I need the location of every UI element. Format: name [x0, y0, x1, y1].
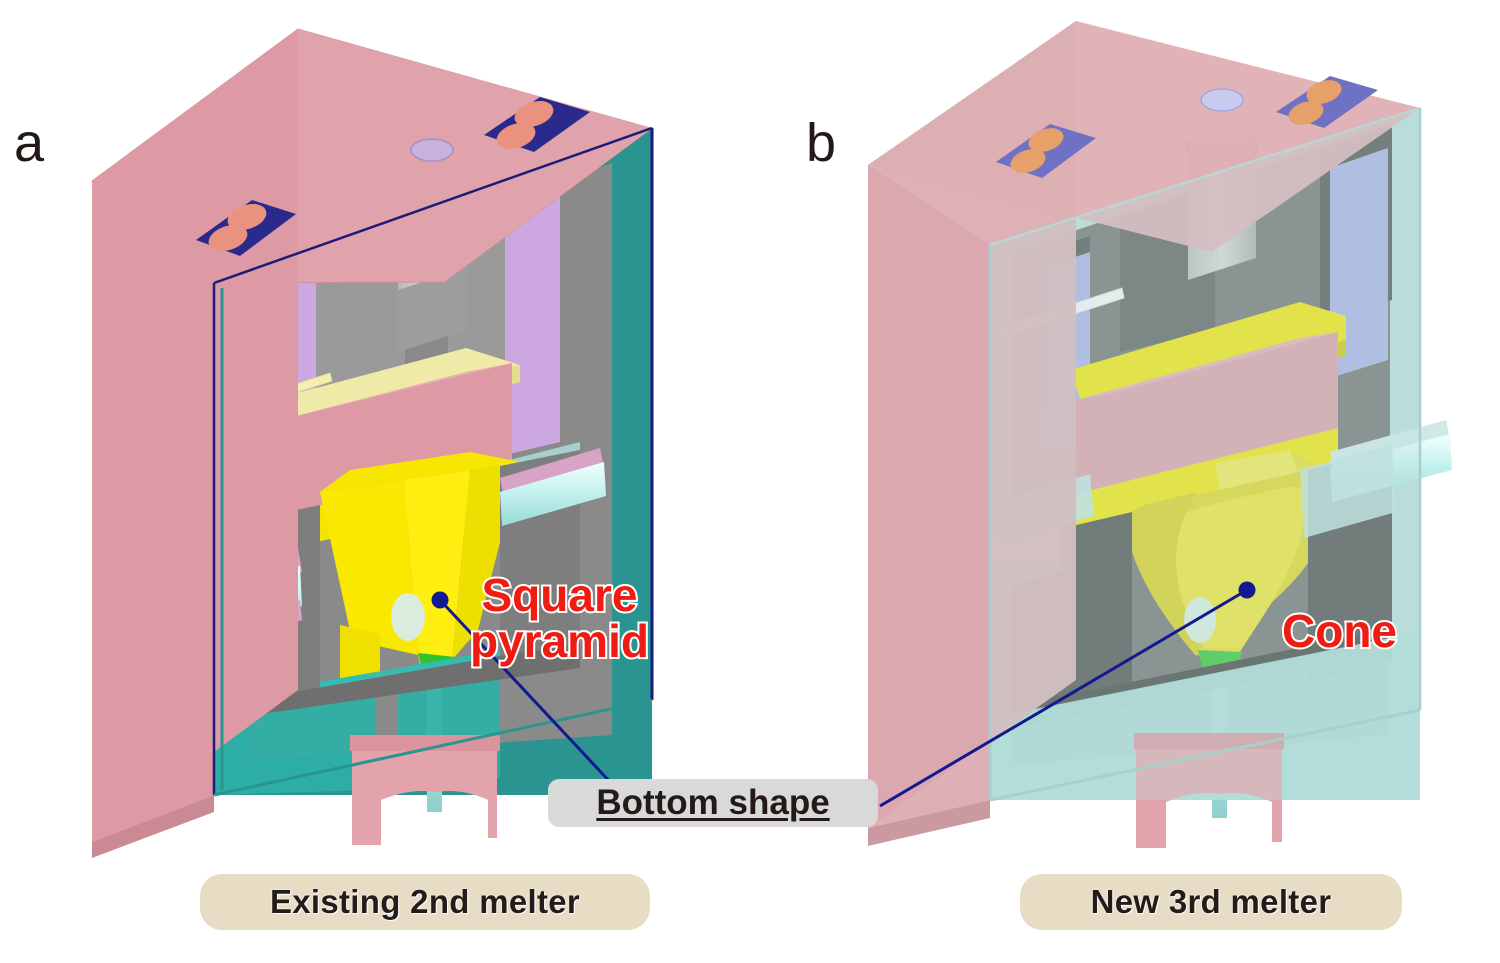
shell-left-face-b — [868, 165, 990, 828]
glass-melt-top-a — [288, 363, 512, 418]
chamber-block-upper-left-a — [316, 250, 405, 405]
panel-letter-a: a — [14, 113, 45, 173]
melter-panel-b — [868, 21, 1452, 848]
top-nozzle-port-left-b — [996, 124, 1096, 178]
shape-label-square-pyramid-text: Square pyramid — [468, 569, 651, 667]
cone-leader — [879, 588, 1248, 808]
shell-edge-top-b — [989, 106, 1421, 247]
shape-label-cone: Cone — [1280, 605, 1399, 657]
shape-label-cone-text: Cone — [1280, 605, 1399, 657]
shape-label-square-pyramid: Square pyramid — [468, 569, 651, 667]
leader-lines — [431, 581, 1256, 808]
square-pyramid-leader — [438, 598, 614, 786]
top-nozzle-port-right-a — [484, 97, 590, 152]
side-electrode-right-a — [500, 448, 606, 526]
glass-melt-top-b — [1076, 332, 1338, 400]
heater-panel-right-a — [505, 190, 560, 455]
caption-new-3rd-melter: New 3rd melter — [1020, 874, 1402, 930]
top-small-port-a — [410, 138, 454, 162]
melter-panel-a — [91, 28, 654, 858]
port-hole-left-lower-a — [208, 225, 248, 251]
lining-floor-b — [990, 632, 1420, 800]
cone-leader-dot — [1238, 581, 1256, 599]
bubbler-port-b — [1184, 597, 1216, 643]
outer-shell-b — [868, 21, 1420, 846]
shell-bottom-sliver-a — [92, 795, 214, 858]
port-hole-left-upper-a — [227, 204, 267, 230]
shell-bottom-edge-b — [989, 708, 1421, 802]
pyramid-top-rim-a — [320, 452, 520, 492]
shell-bottom-sliver-b — [868, 800, 990, 846]
electrode-rod-right-a — [500, 462, 606, 526]
top-small-port-b — [1200, 88, 1244, 112]
port-hole-left-lower-b — [1010, 149, 1046, 173]
base-support-collar-a — [350, 735, 500, 751]
port-hole-right-lower-a — [496, 123, 536, 149]
bottom-shape-callout: Bottom shape — [548, 779, 878, 827]
port-hole-left-upper-b — [1028, 128, 1064, 152]
cold-cap-band-b — [1070, 302, 1346, 404]
caption-new-3rd-melter-text: New 3rd melter — [1090, 883, 1332, 920]
electrode-base-right-b — [1300, 444, 1396, 538]
glass-melt-body-b — [1076, 332, 1338, 498]
offgas-riser-shadow-a — [398, 268, 466, 352]
bottom-shape-cone-b — [1127, 450, 1324, 686]
port-hole-right-upper-a — [514, 101, 554, 127]
top-nozzle-port-left-a — [196, 200, 296, 256]
shell-body-translucent-b — [990, 108, 1420, 800]
panel-letter-b: b — [806, 113, 837, 173]
bubbler-port-a — [391, 593, 425, 641]
base-support-a — [352, 742, 497, 845]
port-hole-right-lower-b — [1288, 101, 1324, 125]
port-hole-right-upper-b — [1306, 80, 1342, 104]
bottom-shape-callout-text: Bottom shape — [596, 783, 830, 822]
shell-bottom-edge-a — [213, 698, 653, 797]
square-pyramid-leader-dot — [431, 591, 449, 609]
shell-edge-highlight-a — [213, 126, 653, 285]
top-nozzle-port-right-b — [1276, 76, 1378, 128]
caption-existing-2nd-melter-text: Existing 2nd melter — [269, 883, 581, 920]
base-support-b — [1136, 740, 1282, 848]
caption-existing-2nd-melter: Existing 2nd melter — [200, 874, 650, 930]
